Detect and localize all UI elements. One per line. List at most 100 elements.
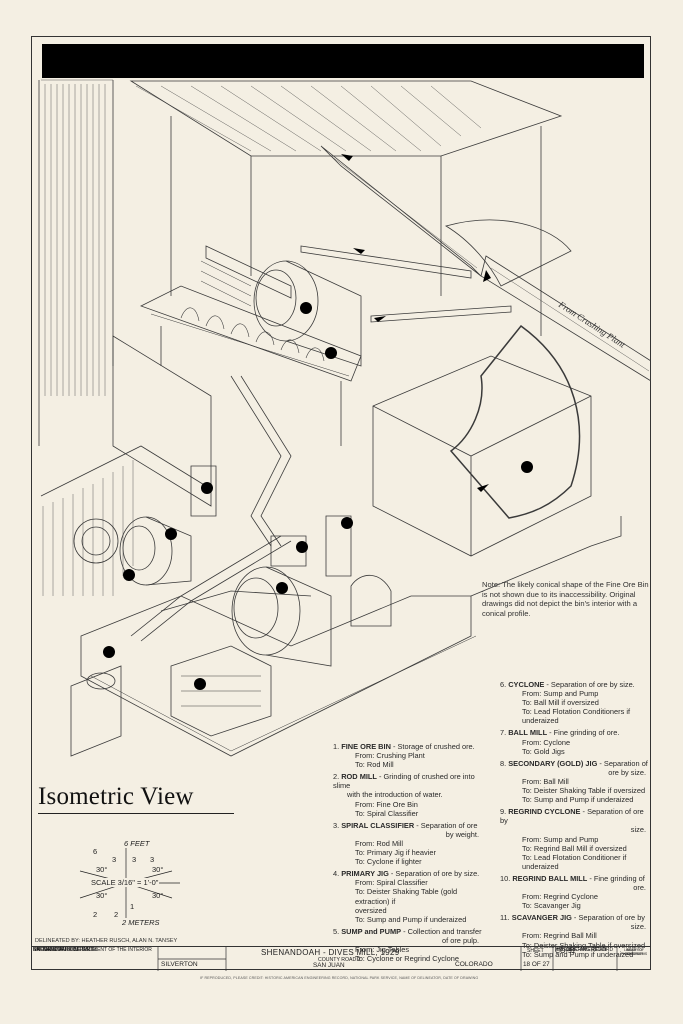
- legend-item-flow: To: Primary Jig if heavier: [355, 848, 436, 858]
- marker-regrind-cyclone: [123, 569, 135, 581]
- legend-item-number: 3.: [333, 820, 342, 830]
- scale-tick-1: 1: [130, 902, 135, 911]
- scale-angle-tr: 30°: [152, 865, 164, 874]
- legend-item-heading: 9. REGRIND CYCLONE - Separation of ore b…: [500, 807, 650, 825]
- sheet-number: 18 OF 27: [523, 961, 550, 968]
- scale-tick-2b: 2: [114, 910, 119, 919]
- isometric-drawing: From Crushing Plant: [38, 79, 651, 757]
- legend-item-desc: - Grinding of crushed ore into slime: [333, 772, 475, 791]
- title-name: SHENANDOAH - DIVES MILL, 1929: [261, 948, 400, 957]
- scale-meters-label: 2 METERS: [122, 918, 160, 927]
- legend-item-flow: To: Sump and Pump if underaized: [355, 914, 467, 924]
- legend-item-desc: - Collection and transfer: [401, 926, 482, 936]
- legend-item-continuation: size.: [630, 825, 646, 835]
- title-city: SILVERTON: [161, 961, 198, 968]
- legend-item-flow: From: Sump and Pump: [522, 834, 599, 844]
- legend-item-title: ROD MILL: [341, 772, 377, 782]
- legend-item-flow: From: Fine Ore Bin: [355, 799, 418, 809]
- legend-item-title: SPIRAL CLASSIFIER: [341, 820, 415, 830]
- legend-item-desc: - Fine grinding of ore.: [547, 728, 620, 738]
- legend-item: 5. SUMP and PUMP - Collection and transf…: [333, 927, 483, 963]
- legend-item: 10. REGRIND BALL MILL - Fine grinding of…: [500, 874, 650, 910]
- graphic-scale: 6 FEET 6 3 3 3 30° 30° SCALE 3/16" = 1'-…: [60, 838, 190, 928]
- chutes: [130, 375, 312, 642]
- legend-item-heading: 4. PRIMARY JIG - Separation of ore by si…: [333, 869, 483, 878]
- legend-item-flow: To: Ball Mill if oversized: [522, 698, 599, 708]
- spiral-classifier: [139, 285, 362, 446]
- legend-item: 7. BALL MILL - Fine grinding of ore.From…: [500, 728, 650, 755]
- legend-item-continuation: size.: [630, 922, 646, 932]
- legend-item-desc: - Separation of: [597, 758, 648, 768]
- marker-sump: [103, 646, 115, 658]
- legend-item: 4. PRIMARY JIG - Separation of ore by si…: [333, 869, 483, 924]
- ball-mill: [231, 566, 392, 667]
- credit-line: IF REPRODUCED, PLEASE CREDIT: HISTORIC A…: [200, 976, 479, 980]
- legend-item-flow: From: Ball Mill: [522, 776, 569, 786]
- scale-tick-2a: 2: [93, 910, 98, 919]
- record-line-1: HISTORIC AMERICAN: [555, 947, 607, 953]
- legend-item-desc: - Separation of ore by size.: [544, 680, 635, 689]
- record-id: CO-91: [555, 948, 576, 955]
- legend-item-heading: 5. SUMP and PUMP - Collection and transf…: [333, 927, 483, 936]
- crushing-conveyor: [300, 145, 651, 382]
- legend-item-desc: - Separation of ore by: [500, 807, 644, 826]
- sump-and-pump: [70, 645, 272, 757]
- sheet-border: [31, 36, 651, 970]
- legend-item: 9. REGRIND CYCLONE - Separation of ore b…: [500, 807, 650, 871]
- legend-item-continuation: with the introduction of water.: [347, 790, 443, 800]
- legend-item: 3. SPIRAL CLASSIFIER - Separation of ore…: [333, 821, 483, 866]
- conveyor-label: From Crushing Plant: [556, 299, 627, 350]
- legend-item-flow: From: Rod Mill: [355, 838, 404, 848]
- legend-left: 1. FINE ORE BIN - Storage of crushed ore…: [333, 742, 483, 966]
- marker-fine-ore-bin: [521, 461, 533, 473]
- legend-item-number: 1.: [333, 742, 342, 751]
- roof: [129, 80, 563, 336]
- legend-item: 2. ROD MILL - Grinding of crushed ore in…: [333, 772, 483, 817]
- legend-item-number: 7.: [500, 728, 509, 738]
- legend-item-flow: To: Scavanger Jig: [522, 901, 581, 911]
- marker-primary-jig: [165, 528, 177, 540]
- lower-floor: [80, 516, 622, 757]
- agency-line-1: SHENANDOAH-DIVES MILL: [33, 947, 98, 953]
- regrind-ball-mill: [73, 516, 192, 586]
- legend-item-heading: 8. SECONDARY (GOLD) JIG - Separation of: [500, 759, 650, 768]
- legend-item-flow: To: Sump and Pump if underaized: [522, 949, 634, 959]
- legend-item-continuation: ore by size.: [608, 767, 646, 777]
- legend-item-flow: To: Lead Flotation Conditioners if: [522, 707, 631, 717]
- index-line-2: LIBRARY OF CONGRESS: [623, 948, 645, 956]
- marker-scavenger-cyclone: [341, 517, 353, 529]
- legend-item-title: CYCLONE: [508, 680, 545, 689]
- redaction-bar: [42, 44, 644, 78]
- legend-item-flow: To: Cyclone or Regrind Cyclone: [355, 954, 459, 964]
- legend-item-flow: oversized: [355, 905, 387, 915]
- marker-secondary-jig: [296, 541, 308, 553]
- legend-item-desc: - Separation of ore by size.: [388, 869, 480, 879]
- legend-item-title: SCAVANGER JIG: [511, 913, 572, 923]
- index-line-1: INDEX TO PHOTOGRAPHS: [620, 948, 648, 956]
- legend-item-desc: - Storage of crushed ore.: [390, 742, 475, 751]
- scale-ratio: SCALE 3/16" = 1'-0": [90, 878, 160, 887]
- item-markers: [103, 302, 533, 690]
- legend-item-continuation: of ore pulp.: [442, 935, 479, 945]
- legend-item-title: REGRIND CYCLONE: [508, 807, 581, 817]
- legend-item-flow: To: Sump and Pump if underaized: [522, 795, 634, 805]
- legend-item-flow: To: Regrind Ball Mill if oversized: [522, 843, 627, 853]
- legend-item-flow: To: Rod Mill: [355, 760, 394, 770]
- legend-item-continuation: by weight.: [445, 829, 479, 839]
- marker-scavanger-jig: [194, 678, 206, 690]
- legend-item-desc: - Separation of ore by: [571, 913, 646, 923]
- scale-tick-3a: 3: [112, 855, 117, 864]
- legend-item-flow: underaized: [522, 861, 559, 871]
- legend-item-flow: To: Lead Flotation Conditioner if: [522, 852, 627, 862]
- legend-item-number: 4.: [333, 869, 342, 879]
- scale-angle-br: 30°: [152, 891, 164, 900]
- legend-item-number: 9.: [500, 807, 509, 817]
- legend-item-flow: From: Crushing Plant: [355, 751, 425, 761]
- title-road: COUNTY ROAD 2: [318, 957, 361, 963]
- title-block: SHENANDOAH-DIVES MILL RECORDING PROJECT …: [31, 946, 651, 971]
- legend-item-number: 10.: [500, 873, 513, 883]
- legend-item-title: PRIMARY JIG: [341, 869, 389, 879]
- legend-item-title: SUMP and PUMP: [341, 926, 402, 936]
